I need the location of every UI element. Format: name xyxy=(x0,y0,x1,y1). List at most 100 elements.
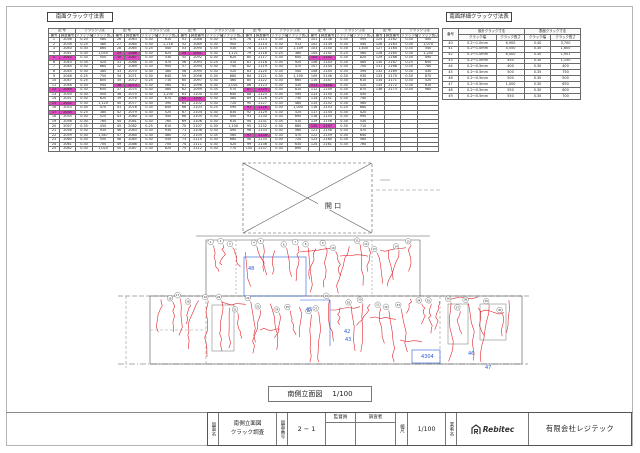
subheader-survey-number: 調査番号 xyxy=(384,32,402,39)
crack-line xyxy=(337,307,341,325)
crack-line xyxy=(339,254,369,257)
crack-line xyxy=(172,302,176,333)
crack-line xyxy=(272,250,276,275)
crack-marker-number: 20 xyxy=(217,295,221,299)
crack-marker-circle xyxy=(329,244,336,251)
roof-opening-frame xyxy=(242,162,373,234)
crack-line xyxy=(295,246,300,282)
crack-marker-number: 23 xyxy=(256,304,260,308)
crack-marker-number: 29 xyxy=(347,300,351,304)
crack-line xyxy=(456,311,463,335)
drawing-number-label-cell: 図面番号 xyxy=(277,413,288,445)
table-cell-crack-width: 0.30 xyxy=(140,146,159,152)
crack-marker-number: 21 xyxy=(233,307,237,311)
table-cell-number: 50 xyxy=(113,146,126,152)
crack-marker-number: 6 xyxy=(283,242,285,246)
table-cell-survey-number: 2087 xyxy=(124,146,142,152)
crack-marker-number: 11 xyxy=(355,239,359,243)
subheader-crack-length: クラック長さ xyxy=(352,32,375,39)
subheader-crack-length: クラック長さ xyxy=(417,32,440,39)
crack-line xyxy=(204,301,209,357)
crack-line xyxy=(317,312,322,363)
table-cell-number xyxy=(373,146,386,152)
crack-line xyxy=(262,244,267,276)
blue-survey-area xyxy=(411,349,441,364)
surveyor-label: 調査者 xyxy=(356,413,395,423)
detail-cell-1: 0.2～0.5mm xyxy=(458,92,497,101)
crack-line xyxy=(501,313,505,337)
subheader-crack-length: クラック長さ xyxy=(287,32,310,39)
crack-marker-number: 24 xyxy=(275,308,279,312)
crack-marker-number: 38 xyxy=(464,298,468,302)
subheader-survey-number: 調査番号 xyxy=(58,32,77,39)
crack-marker-number: 31 xyxy=(376,303,380,307)
crack-line xyxy=(256,246,265,272)
drawing-number: 2 − 1 xyxy=(297,425,316,433)
crack-marker-number: 8 xyxy=(305,242,307,246)
crack-marker-number: 16 xyxy=(168,296,172,300)
crack-line xyxy=(327,299,334,342)
crack-line xyxy=(376,252,383,284)
table-cell-number: 100 xyxy=(243,146,256,152)
scale-cell: 1/100 xyxy=(408,413,446,445)
crack-line xyxy=(299,248,331,253)
crack-marker-number: 32 xyxy=(384,305,388,309)
crack-line xyxy=(369,316,397,320)
crack-line xyxy=(399,339,423,343)
crack-marker-circle xyxy=(483,298,490,305)
crack-table-title: 南面クラック寸法表 xyxy=(47,12,113,22)
crack-line xyxy=(448,302,454,362)
blue-survey-label: 43 xyxy=(345,337,351,343)
crack-line xyxy=(335,251,342,276)
crack-line xyxy=(356,304,371,326)
crack-line xyxy=(298,306,303,338)
supervisor-label: 監督員 xyxy=(326,413,355,423)
crack-marker-number: 15 xyxy=(407,239,411,243)
crack-line xyxy=(468,303,475,361)
crack-marker-number: 7 xyxy=(294,240,296,244)
subheader-crack-length: クラック長さ xyxy=(157,32,180,39)
detail-header-number: 番号 xyxy=(442,28,459,41)
supervisor-cell: 監督員 xyxy=(326,413,356,445)
crack-marker-circle xyxy=(184,298,191,305)
crack-marker-number: 33 xyxy=(397,303,401,307)
crack-line xyxy=(478,307,485,336)
crack-marker-circle xyxy=(415,297,422,304)
scale-label: 縮尺 xyxy=(399,424,405,434)
crack-marker-number: 22 xyxy=(246,296,250,300)
crack-size-table: 記 号クラック寸法記 号クラック寸法記 号クラック寸法記 号クラック寸法記 号ク… xyxy=(47,28,440,152)
table-cell-crack-width: 0.30 xyxy=(270,146,289,152)
table-cell-survey-number xyxy=(384,146,402,152)
crack-marker-number: 1 xyxy=(210,240,212,244)
drawing-name-secondary: クラック調査 xyxy=(230,430,265,436)
crack-marker-number: 13 xyxy=(372,247,376,251)
surveyor-cell: 調査者 xyxy=(356,413,396,445)
crack-line xyxy=(309,314,312,363)
crack-marker-circle xyxy=(371,246,378,253)
crack-marker-circle xyxy=(319,240,326,247)
subheader-survey-number: 調査番号 xyxy=(254,32,272,39)
crack-marker-circle xyxy=(257,237,264,244)
crack-marker-number: 40 xyxy=(498,308,502,312)
crack-marker-circle xyxy=(202,294,209,301)
table-cell-crack-length xyxy=(417,146,440,152)
crack-line xyxy=(351,306,356,351)
blue-survey-label: 42 xyxy=(344,329,350,335)
crack-marker-circle xyxy=(244,295,251,301)
crack-line xyxy=(286,248,292,277)
crack-marker-circle xyxy=(323,292,330,299)
table-cell-survey-number: 2137 xyxy=(254,146,272,152)
blue-survey-label: 45 xyxy=(306,307,312,313)
crack-marker-circle xyxy=(207,239,214,245)
crack-marker-circle xyxy=(312,305,319,312)
crack-marker-number: 17 xyxy=(176,293,180,297)
crack-marker-number: 3 xyxy=(229,242,231,246)
crack-line xyxy=(290,310,297,335)
window-frame xyxy=(211,304,235,352)
crack-marker-circle xyxy=(217,238,224,245)
crack-line xyxy=(252,310,261,354)
